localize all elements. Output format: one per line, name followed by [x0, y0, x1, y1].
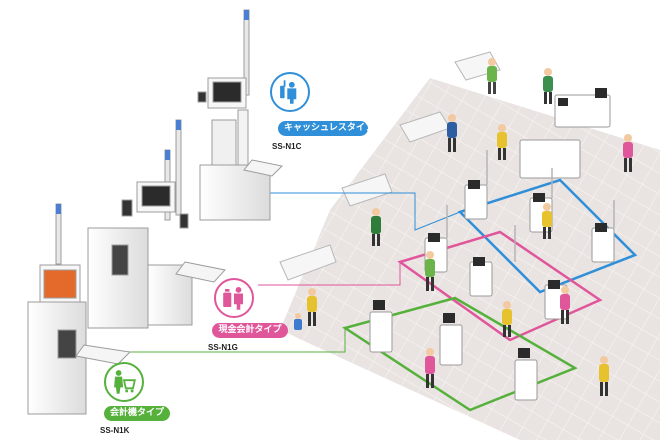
cart-model-code: SS-N1K	[100, 426, 130, 435]
person-cash-payment-icon	[214, 278, 254, 318]
cash-type-badge: 現金会計タイプ	[212, 323, 288, 338]
cashless-model-code: SS-N1C	[272, 142, 302, 151]
cart-leader-line	[108, 328, 346, 353]
person-shopping-cart-icon	[104, 362, 144, 402]
cashless-leader-line	[268, 192, 461, 231]
cashless-zone-outline	[457, 178, 638, 294]
cash-leader-line	[258, 262, 401, 286]
shoppers	[294, 58, 633, 396]
cart-type-badge: 会計機タイプ	[104, 406, 170, 421]
floor-kiosk-screens	[373, 88, 607, 358]
floor-kiosk-poles	[446, 150, 615, 262]
cashless-type-badge: キャッシュレスタイプ	[278, 121, 374, 136]
person-smartphone-payment-icon	[270, 72, 310, 112]
cashless-machine	[175, 9, 284, 221]
cash-machine	[87, 149, 226, 329]
floor-kiosks	[369, 94, 615, 401]
cash-model-code: SS-N1G	[208, 343, 238, 352]
cart-machine	[27, 203, 132, 415]
cash-zone-outline	[397, 230, 603, 342]
